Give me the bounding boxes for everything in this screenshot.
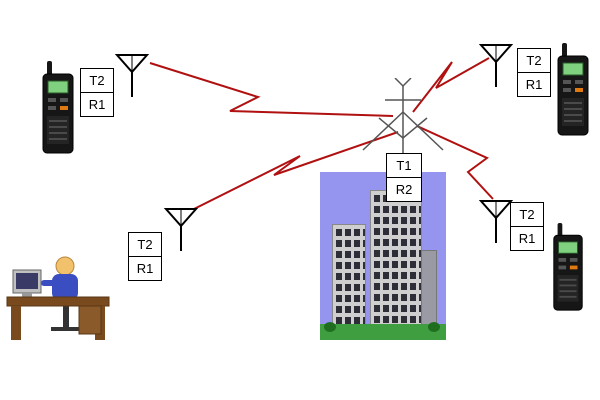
building: [320, 172, 446, 340]
tx-label: T2: [81, 69, 113, 93]
antenna-icon: [478, 42, 514, 88]
building-ground: [320, 324, 446, 340]
repeater-rx-label: R2: [395, 182, 413, 197]
building-side-wing: [421, 250, 437, 328]
rx-label: R1: [136, 261, 154, 276]
station-label-box-top-right: T2 R1: [517, 48, 551, 97]
building-right-tower: [370, 190, 422, 328]
rx-label: R1: [525, 77, 543, 92]
repeater-tx-label: T1: [387, 154, 421, 178]
repeater-label-box: T1 R2: [386, 153, 422, 202]
station-label-box-right: T2 R1: [510, 202, 544, 251]
antenna-icon: [114, 52, 150, 98]
station-label-box-top-left: T2 R1: [80, 68, 114, 117]
walkie-talkie-icon: [553, 42, 593, 137]
walkie-talkie-icon: [38, 60, 78, 155]
station-label-box-dispatcher: T2 R1: [128, 232, 162, 281]
tx-label: T2: [518, 49, 550, 73]
dispatcher-desk-icon: [6, 256, 110, 340]
building-left-tower: [332, 224, 366, 328]
antenna-icon: [163, 206, 199, 252]
bush-icon: [428, 322, 440, 332]
tx-label: T2: [129, 233, 161, 257]
bush-icon: [324, 322, 336, 332]
rx-label: R1: [518, 231, 536, 246]
rx-label: R1: [88, 97, 106, 112]
tx-label: T2: [511, 203, 543, 227]
walkie-talkie-icon: [549, 222, 587, 312]
antenna-icon: [478, 198, 514, 244]
